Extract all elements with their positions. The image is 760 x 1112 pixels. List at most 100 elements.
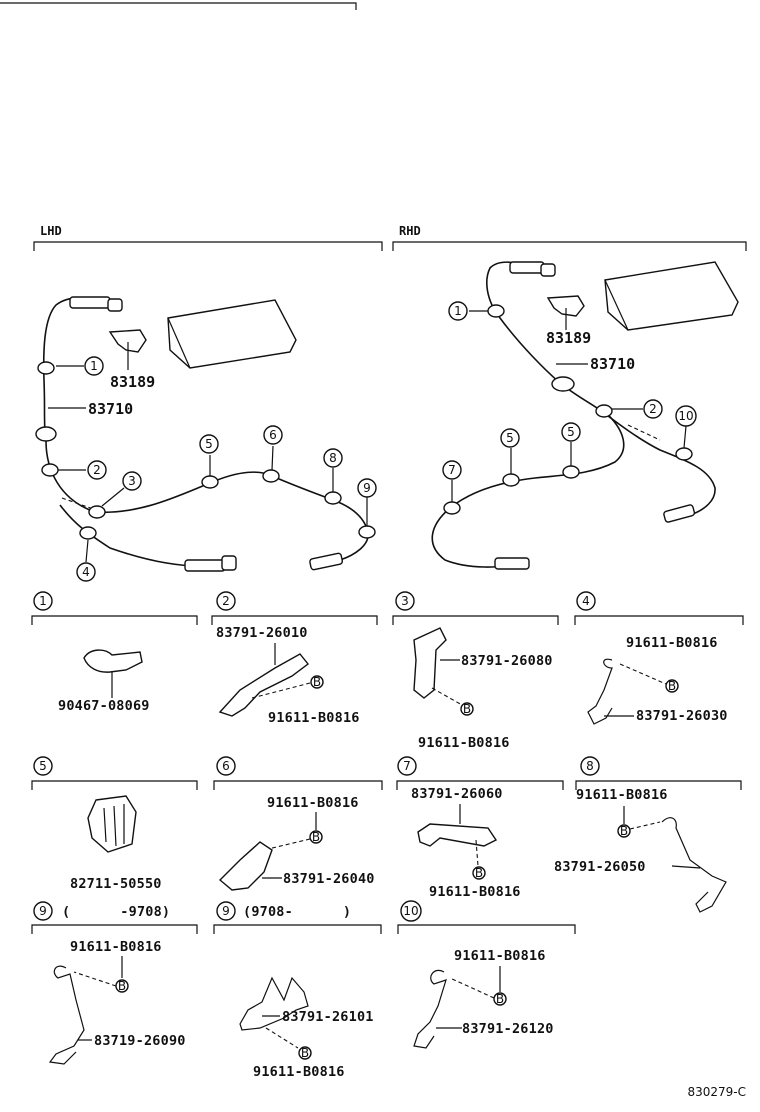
rhd-callout-10-text: 10 (678, 409, 693, 423)
lhd-callout-5-text: 5 (205, 437, 213, 451)
wire-clip-83719-26090 (48, 965, 85, 1065)
rhd-label: RHD (399, 224, 421, 238)
panel-6-bracket (213, 780, 383, 790)
lhd-leader-4 (85, 539, 89, 563)
panel-2-part-a: 83791-26010 (216, 625, 308, 641)
bracket-83791-26080 (413, 627, 447, 699)
panel-6-part-b: 83791-26040 (283, 871, 375, 887)
panel-7-dash (475, 839, 479, 867)
detail-panel-3: 3 83791-26080 B 91611-B0816 (392, 591, 559, 751)
rhd-callout-5b-text: 5 (506, 431, 514, 445)
panel-2-callout-text: 2 (222, 594, 230, 608)
panel-10-dash (449, 977, 495, 999)
panel-2-part-b: 91611-B0816 (268, 710, 360, 726)
rhd-leader-10 (683, 425, 687, 449)
lhd-ecu-box (167, 299, 297, 369)
panel-3-part-b: 91611-B0816 (418, 735, 510, 751)
rhd-callout-7 (442, 460, 462, 480)
wire-clip-83791-26030 (587, 658, 613, 725)
panel-8-bolt-text: B (620, 824, 628, 838)
bracket-83791-26060 (417, 823, 498, 847)
lhd-upper-connector (69, 296, 111, 309)
panel-6-callout (216, 756, 236, 776)
lhd-callout-3-text: 3 (128, 474, 136, 488)
rhd-header: RHD (392, 224, 747, 251)
detail-panel-2: 2 83791-26010 B 91611-B0816 (211, 591, 378, 726)
panel-8-dash (629, 821, 661, 830)
panel-9a-bolt-text: B (118, 979, 126, 993)
panel-10-callout-text: 10 (403, 904, 418, 918)
panel-3-bracket (392, 615, 559, 625)
rhd-sensor (546, 295, 585, 317)
panel-5-part-a: 82711-50550 (70, 876, 162, 892)
panel-4-bracket (574, 615, 744, 625)
rhd-clamp-2 (595, 404, 613, 418)
rhd-clamp-10 (675, 447, 693, 461)
detail-panel-1: 1 90467-08069 (31, 591, 198, 714)
panel-6-dash (263, 838, 311, 851)
panel-9b-part-a: 83791-26101 (282, 1009, 374, 1025)
figure-code: 830279-C (687, 1085, 746, 1099)
panel-7-bracket (396, 780, 564, 790)
panel-6-bolt (309, 830, 323, 844)
lhd-grommet (35, 426, 57, 442)
detail-panel-5: 5 82711-50550 (31, 756, 198, 892)
lhd-clamp-1 (37, 361, 55, 375)
panel-2-bolt-text: B (313, 675, 321, 689)
panel-1-callout (33, 591, 53, 611)
panel-6-part-a: 91611-B0816 (267, 795, 359, 811)
panel-9b-qualifier: (9708- ) (243, 904, 351, 920)
rhd-callout-5b (500, 428, 520, 448)
panel-9a-bracket (31, 924, 198, 934)
lhd-clamp-9 (358, 525, 376, 539)
panel-10-part-b: 83791-26120 (462, 1021, 554, 1037)
panel-4-dash (619, 663, 667, 685)
rhd-callout-10 (675, 405, 697, 427)
panel-9b-dash (265, 1027, 299, 1049)
lhd-callout-8 (323, 448, 343, 468)
panel-4-part-a: 91611-B0816 (626, 635, 718, 651)
panel-8-leader-b (671, 865, 701, 869)
panel-9b-bolt-text: B (301, 1046, 309, 1060)
top-bracket (0, 2, 357, 10)
lhd-callout-6-text: 6 (269, 428, 277, 442)
rhd-upper-connector (509, 261, 545, 274)
rhd-wire-dash (627, 424, 661, 441)
rhd-bracket (392, 241, 747, 251)
lhd-leader-3 (101, 487, 125, 507)
panel-9a-callout-text: 9 (39, 904, 47, 918)
panel-6-bolt-text: B (312, 830, 320, 844)
lhd-connector-b (309, 552, 344, 571)
panel-4-bolt-text: B (668, 679, 676, 693)
panel-8-part-b: 83791-26050 (554, 859, 646, 875)
panel-10-bolt (493, 992, 507, 1006)
rhd-callout-5a (561, 422, 581, 442)
panel-7-bolt-text: B (475, 866, 483, 880)
lhd-callout-2-text: 2 (93, 463, 101, 477)
lhd-callout-6 (263, 425, 283, 445)
detail-panel-9b: 9 (9708- ) 83791-26101 B 91611-B0816 (213, 901, 382, 1080)
panel-8-callout-text: 8 (586, 759, 594, 773)
lhd-callout-4 (76, 562, 96, 582)
lhd-callout-9-text: 9 (363, 481, 371, 495)
panel-5-bracket (31, 780, 198, 790)
panel-4-callout-text: 4 (582, 594, 590, 608)
panel-9a-callout (33, 901, 53, 921)
panel-9b-part-b: 91611-B0816 (253, 1064, 345, 1080)
panel-3-bolt-text: B (463, 702, 471, 716)
panel-2-dash (251, 682, 311, 699)
rhd-connector-b (663, 504, 696, 523)
panel-7-callout-text: 7 (403, 759, 411, 773)
lhd-clamp-2 (41, 463, 59, 477)
lhd-callout-9 (357, 478, 377, 498)
rhd-lower-wire (431, 411, 625, 568)
rhd-connector-a (494, 557, 530, 570)
panel-9b-callout (216, 901, 236, 921)
bracket-83791-26040 (218, 841, 273, 891)
clip-90467 (83, 649, 143, 673)
lhd-callout-1 (84, 356, 104, 376)
lhd-callout-2 (87, 460, 107, 480)
lhd-sensor-partno: 83189 (110, 373, 155, 391)
rhd-callout-5a-text: 5 (567, 425, 575, 439)
